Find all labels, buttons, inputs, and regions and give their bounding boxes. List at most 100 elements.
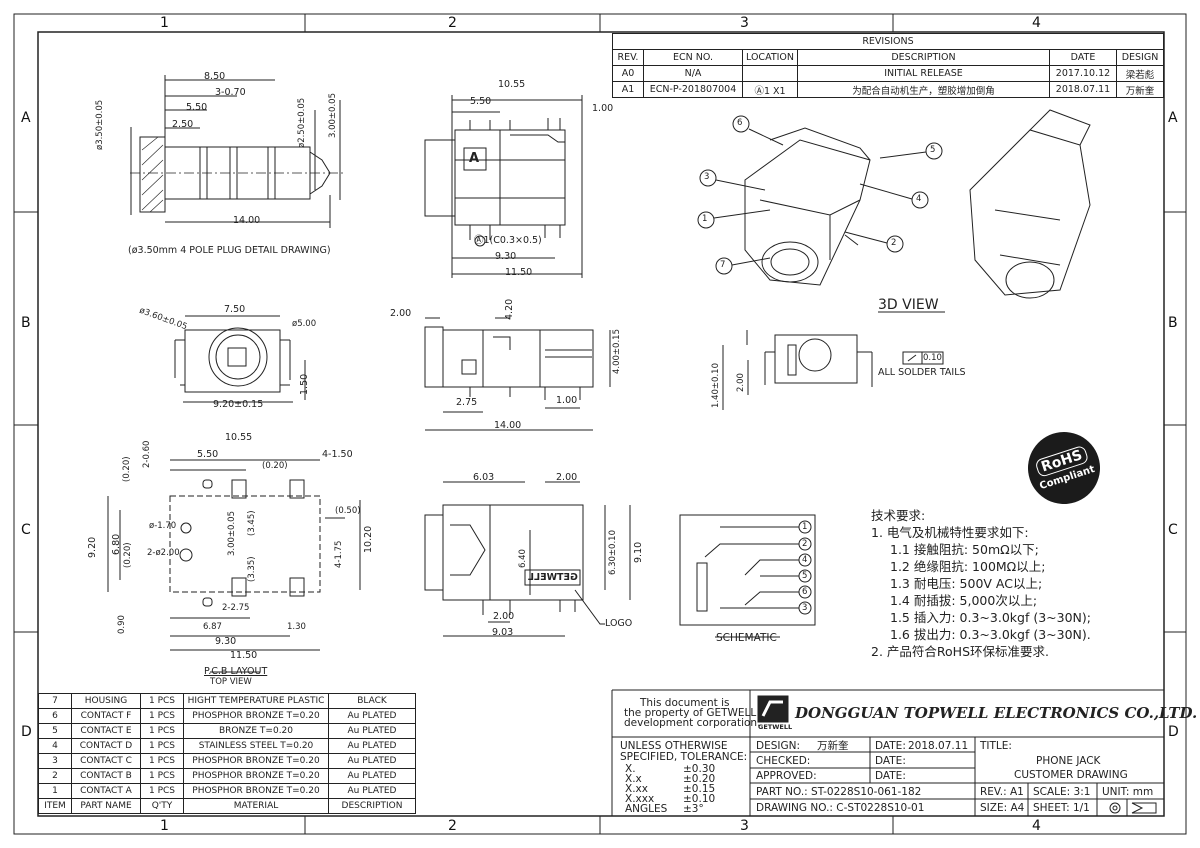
zone-d-right: D [1168,724,1179,740]
callout-number: 2 [891,238,897,248]
description-col-header: DESCRIPTION [797,49,1050,66]
plug-dim: 5.50 [186,102,208,113]
side-view-dim: 1.00 [556,395,578,406]
bom-cell: 1 [38,783,72,799]
design-label: DESIGN: [756,740,801,752]
ecn-col-header: ECN NO. [643,49,743,66]
zone-1-bottom: 1 [160,818,169,834]
property-note-line: development corporation. [624,717,761,729]
pcb-dim: 3.00±0.05 [227,511,237,556]
rev-col-header: REV. [612,49,644,66]
pin-number: 1 [802,522,808,532]
bom-header: Q'TY [140,798,184,814]
bom-cell: 1 PCS [140,768,184,784]
revision-cell: 2017.10.12 [1049,65,1117,82]
company-name: DONGGUAN TOPWELL ELECTRONICS CO.,LTD. [795,704,1198,722]
pcb-dim: 11.50 [230,650,258,661]
bom-cell: Au PLATED [328,738,416,754]
bottom-view-dim: 2.00 [493,611,515,622]
zone-1-top: 1 [160,15,169,31]
bom-cell: Au PLATED [328,753,416,769]
tolerance-value: ±3° [683,803,704,815]
revision-cell: A1 [612,81,644,98]
bom-cell: 1 PCS [140,753,184,769]
pin-number: 6 [802,587,808,597]
front-view-dim: 7.50 [224,304,246,315]
drawing-number: DRAWING NO.: C-ST0228S10-01 [756,802,925,814]
housing-a-mark: A [469,151,480,166]
pin-number: 2 [802,539,808,549]
bom-cell: Au PLATED [328,783,416,799]
top-view-dim: 10.55 [498,79,526,90]
pcb-dim: 5.50 [197,449,219,460]
revision-cell: INITIAL RELEASE [797,65,1050,82]
bom-header: PART NAME [71,798,141,814]
pcb-dim: 9.20 [87,536,98,558]
top-view-dim: 11.50 [505,267,533,278]
plug-dim: 14.00 [233,215,261,226]
title-line: PHONE JACK [1036,755,1101,767]
tolerance-value: ±0.20 [683,773,716,785]
revision-row: A1 ECN-P-201807004 Ⓐ1 X1 为配合自动机生产，塑胶增加倒角… [612,81,1164,98]
pcb-dim: 6.80 [111,533,122,555]
tolerance-key: X.xx [625,783,648,795]
pcb-dim: 9.30 [215,636,237,647]
bottom-view-dim: 2.00 [556,472,578,483]
bottom-view-dim: 9.10 [633,541,644,563]
tolerance-value: ±0.10 [683,793,716,805]
approved-label: APPROVED: [756,770,817,782]
date-col-header: DATE [1049,49,1117,66]
bom-cell: CONTACT C [71,753,141,769]
pcb-dim: 4-1.50 [322,449,353,460]
bom-header: MATERIAL [183,798,329,814]
revisions-title: REVISIONS [612,33,1164,50]
pcb-dim: (0.20) [122,456,132,482]
requirement-line: 1.2 绝缘阻抗: 100MΩ以上; [890,559,1046,574]
schematic-label: SCHEMATIC [716,632,777,644]
callout-number: 4 [916,194,922,204]
embossed-logo: GETWELL [528,572,578,583]
front-view-dim: 9.20±0.15 [213,399,264,410]
side-view-dim: 2.75 [456,397,478,408]
projection-symbol-icon [1108,802,1122,814]
bom-cell: PHOSPHOR BRONZE T=0.20 [183,708,329,724]
side-view-dim: 4.20 [504,298,515,320]
zone-2-bottom: 2 [448,818,457,834]
pin-number: 5 [802,571,808,581]
top-view-dim: 5.50 [470,96,492,107]
bom-header: ITEM [38,798,72,814]
bom-cell: 7 [38,693,72,709]
bom-cell: CONTACT D [71,738,141,754]
zone-4-bottom: 4 [1032,818,1041,834]
revisions-header-row: REV. ECN NO. LOCATION DESCRIPTION DATE D… [612,49,1164,66]
location-col-header: LOCATION [741,49,799,66]
bom-cell: 1 PCS [140,783,184,799]
revisions-table: REVISIONS REV. ECN NO. LOCATION DESCRIPT… [612,33,1164,98]
plug-dim: ø2.50±0.05 [297,97,307,148]
bom-cell: 1 PCS [140,708,184,724]
zone-c-right: C [1168,522,1178,538]
checked-label: CHECKED: [756,755,811,767]
revision-cell: 为配合自动机生产，塑胶增加倒角 [797,81,1050,98]
requirement-line: 1.4 耐插拔: 5,000次以上; [890,593,1038,608]
pcb-dim: 2-ø2.00 [147,548,180,558]
plug-dim: 3-0.70 [215,87,246,98]
requirement-line: 1.5 插入力: 0.3~3.0kgf (3~30N); [890,610,1091,625]
bom-cell: 1 PCS [140,693,184,709]
plug-dim: 8.50 [204,71,226,82]
callout-number: 3 [704,172,710,182]
bom-cell: HOUSING [71,693,141,709]
design-date-label: DATE: [875,740,906,752]
pcb-dim: 6.87 [203,622,222,632]
tolerance-title-line: UNLESS OTHERWISE [620,740,728,752]
pcb-dim: (0.50) [335,506,361,516]
revision-cell: 万新奎 [1116,81,1164,98]
right-view-dim: 1.40±0.10 [711,363,721,408]
unit-field: UNIT: mm [1102,786,1154,798]
revision-cell: 梁若彪 [1116,65,1164,82]
bom-cell: CONTACT F [71,708,141,724]
pcb-dim: 10.20 [363,525,374,553]
